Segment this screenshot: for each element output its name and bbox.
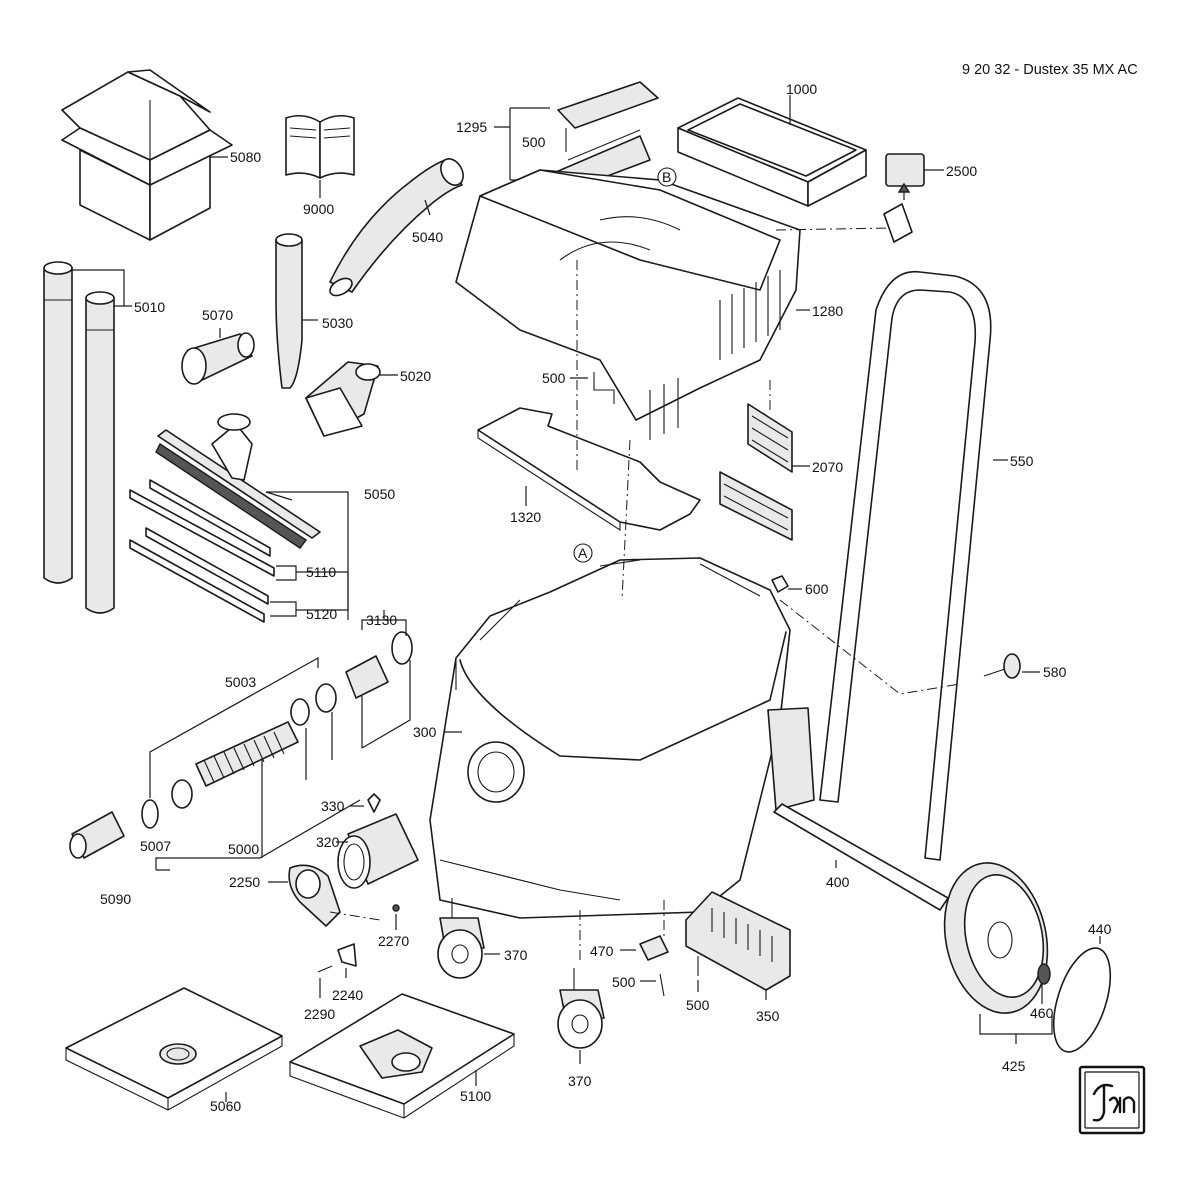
callout-5100: 5100 xyxy=(460,1088,491,1104)
callout-2270: 2270 xyxy=(378,933,409,949)
part-2070-grills xyxy=(719,403,793,541)
callout-370-front: 370 xyxy=(568,1073,592,1089)
callout-300: 300 xyxy=(413,724,437,740)
callout-350: 350 xyxy=(756,1008,780,1024)
callout-5080: 5080 xyxy=(230,149,261,165)
marker-b: B xyxy=(662,169,671,185)
callout-5070: 5070 xyxy=(202,307,233,323)
callout-370-rear: 370 xyxy=(504,947,528,963)
fein-logo xyxy=(1078,1065,1146,1135)
callout-5030: 5030 xyxy=(322,315,353,331)
callout-2250: 2250 xyxy=(229,874,260,890)
part-370-castor-rear xyxy=(437,898,485,979)
part-5030-crevice-nozzle xyxy=(275,233,303,389)
callout-500-bottom-right: 500 xyxy=(686,997,710,1013)
callout-3130: 3130 xyxy=(366,612,397,628)
part-5100-paper-bag xyxy=(289,993,515,1119)
callout-5050: 5050 xyxy=(364,486,395,502)
callout-1295: 1295 xyxy=(456,119,487,135)
part-5050-floor-nozzle xyxy=(155,413,321,549)
part-370-castor-front xyxy=(557,968,605,1049)
part-5000-hose xyxy=(195,721,299,787)
callout-9000: 9000 xyxy=(303,201,334,217)
callout-2290: 2290 xyxy=(304,1006,335,1022)
part-3130-adapter xyxy=(345,631,413,699)
callout-5120: 5120 xyxy=(306,606,337,622)
part-1320-plate xyxy=(477,407,701,532)
callout-5060: 5060 xyxy=(210,1098,241,1114)
callout-2240: 2240 xyxy=(332,987,363,1003)
callout-400: 400 xyxy=(826,874,850,890)
part-9000-manual xyxy=(285,114,355,179)
callout-1320: 1320 xyxy=(510,509,541,525)
callout-5000: 5000 xyxy=(228,841,259,857)
part-5040-bent-handle xyxy=(329,158,464,297)
callout-440: 440 xyxy=(1088,921,1112,937)
callout-2070: 2070 xyxy=(812,459,843,475)
callout-5003: 5003 xyxy=(225,674,256,690)
part-2270-pin xyxy=(392,904,400,912)
callout-550: 550 xyxy=(1010,453,1034,469)
part-5020-upholstery-nozzle xyxy=(305,361,381,437)
callout-320: 320 xyxy=(316,834,340,850)
part-460-clip xyxy=(1037,963,1051,985)
callout-425: 425 xyxy=(1002,1058,1026,1074)
callout-5090: 5090 xyxy=(100,891,131,907)
part-1000-filter xyxy=(677,97,867,207)
part-5110-strips xyxy=(129,479,275,577)
callout-5007: 5007 xyxy=(140,838,171,854)
part-2250-flap xyxy=(288,864,341,927)
part-2240-hinge xyxy=(337,943,357,967)
part-425-wheel xyxy=(943,862,1049,1014)
callout-460: 460 xyxy=(1030,1005,1054,1021)
callout-470: 470 xyxy=(590,943,614,959)
part-5060-filter-bag xyxy=(65,987,283,1111)
callout-580: 580 xyxy=(1043,664,1067,680)
part-300-container xyxy=(429,557,815,919)
part-330-clip xyxy=(367,793,381,813)
callout-5020: 5020 xyxy=(400,368,431,384)
callout-500-mid: 500 xyxy=(542,370,566,386)
part-5007-ring xyxy=(141,799,159,829)
part-440-cap xyxy=(1052,947,1112,1053)
callout-1000: 1000 xyxy=(786,81,817,97)
part-2500-label xyxy=(883,153,925,243)
callout-500-top: 500 xyxy=(522,134,546,150)
part-5070-adapter xyxy=(181,332,255,385)
callout-2500: 2500 xyxy=(946,163,977,179)
part-400-axle xyxy=(773,803,949,911)
part-5090-connector xyxy=(69,811,125,859)
part-600-nut xyxy=(771,575,789,593)
part-320-inlet xyxy=(337,813,419,889)
part-550-frame xyxy=(819,270,992,861)
part-5010-tubes xyxy=(43,261,115,614)
callout-500-bottom-left: 500 xyxy=(612,974,636,990)
marker-a: A xyxy=(578,545,588,561)
callout-5110: 5110 xyxy=(306,564,336,580)
part-470-clip xyxy=(639,935,669,961)
callout-5040: 5040 xyxy=(412,229,443,245)
part-5120-strips xyxy=(129,527,269,623)
callout-600: 600 xyxy=(805,581,829,597)
part-5080-box xyxy=(61,69,233,241)
diagram-title: 9 20 32 - Dustex 35 MX AC xyxy=(962,62,1138,78)
callout-330: 330 xyxy=(321,798,345,814)
callout-1280: 1280 xyxy=(812,303,843,319)
part-1280-head-housing xyxy=(455,169,801,440)
part-580-bolt xyxy=(983,653,1021,679)
part-350-tray xyxy=(685,891,791,991)
callout-5010: 5010 xyxy=(134,299,165,315)
